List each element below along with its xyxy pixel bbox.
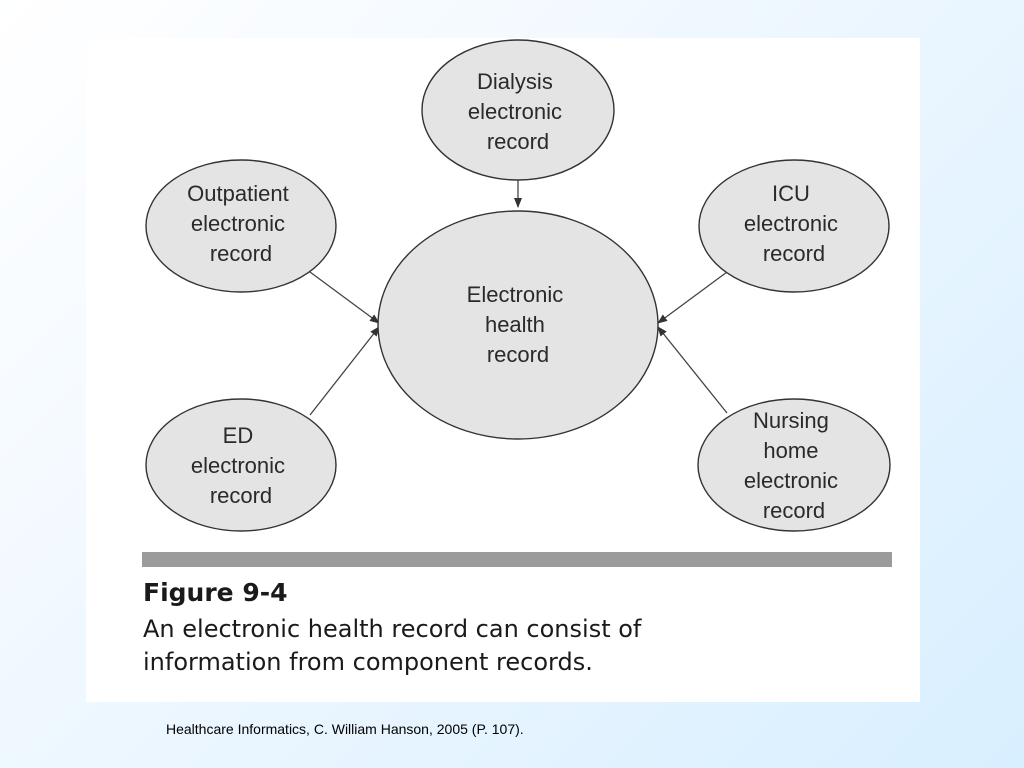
node-label: home <box>763 438 818 463</box>
node-dialysis-record: Dialysis electronic record <box>421 39 615 181</box>
figure-caption-line: information from component records. <box>143 648 593 676</box>
node-label: Electronic <box>467 282 564 307</box>
connector-nursing <box>657 326 728 414</box>
node-label: record <box>487 342 549 367</box>
svg-text:Nursing home elect: Nursing home electronic record <box>744 408 844 523</box>
diagram: Electronic health record Dialysis electr… <box>145 39 891 532</box>
node-label: record <box>210 483 272 508</box>
svg-text:Dialysis electronic: Dialysis electronic record <box>468 69 568 154</box>
connector-icu <box>657 271 728 324</box>
figure-caption: An electronic health record can consist … <box>143 613 843 679</box>
caption-divider <box>142 552 892 567</box>
svg-text:Outpatient electronic: Outpatient electronic record <box>187 181 295 266</box>
node-icu-record: ICU electronic record <box>698 159 890 293</box>
node-label: Outpatient <box>187 181 289 206</box>
node-label: record <box>487 129 549 154</box>
node-electronic-health-record: Electronic health record <box>377 210 659 440</box>
node-label: electronic <box>744 211 838 236</box>
node-label: record <box>210 241 272 266</box>
figure-caption-line: An electronic health record can consist … <box>143 615 642 643</box>
figure-number: Figure 9-4 <box>143 578 288 607</box>
node-label: electronic <box>468 99 562 124</box>
node-label: Nursing <box>753 408 829 433</box>
node-label: electronic <box>191 453 285 478</box>
svg-text:ED electronic reco: ED electronic record <box>191 423 291 508</box>
node-label: electronic <box>191 211 285 236</box>
node-label: ICU <box>772 181 810 206</box>
node-label: record <box>763 498 825 523</box>
connector-ed <box>309 326 380 416</box>
node-label: ED <box>223 423 254 448</box>
node-label: Dialysis <box>477 69 553 94</box>
node-label: record <box>763 241 825 266</box>
node-label: health <box>485 312 545 337</box>
citation: Healthcare Informatics, C. William Hanso… <box>166 721 524 737</box>
node-label: electronic <box>744 468 838 493</box>
node-nursing-home-record: Nursing home electronic record <box>697 398 891 532</box>
connector-outpatient <box>309 271 380 324</box>
svg-text:ICU electronic rec: ICU electronic record <box>744 181 844 266</box>
node-outpatient-record: Outpatient electronic record <box>145 159 337 293</box>
svg-text:Electronic health: Electronic health record <box>467 282 570 367</box>
node-ed-record: ED electronic record <box>145 398 337 532</box>
